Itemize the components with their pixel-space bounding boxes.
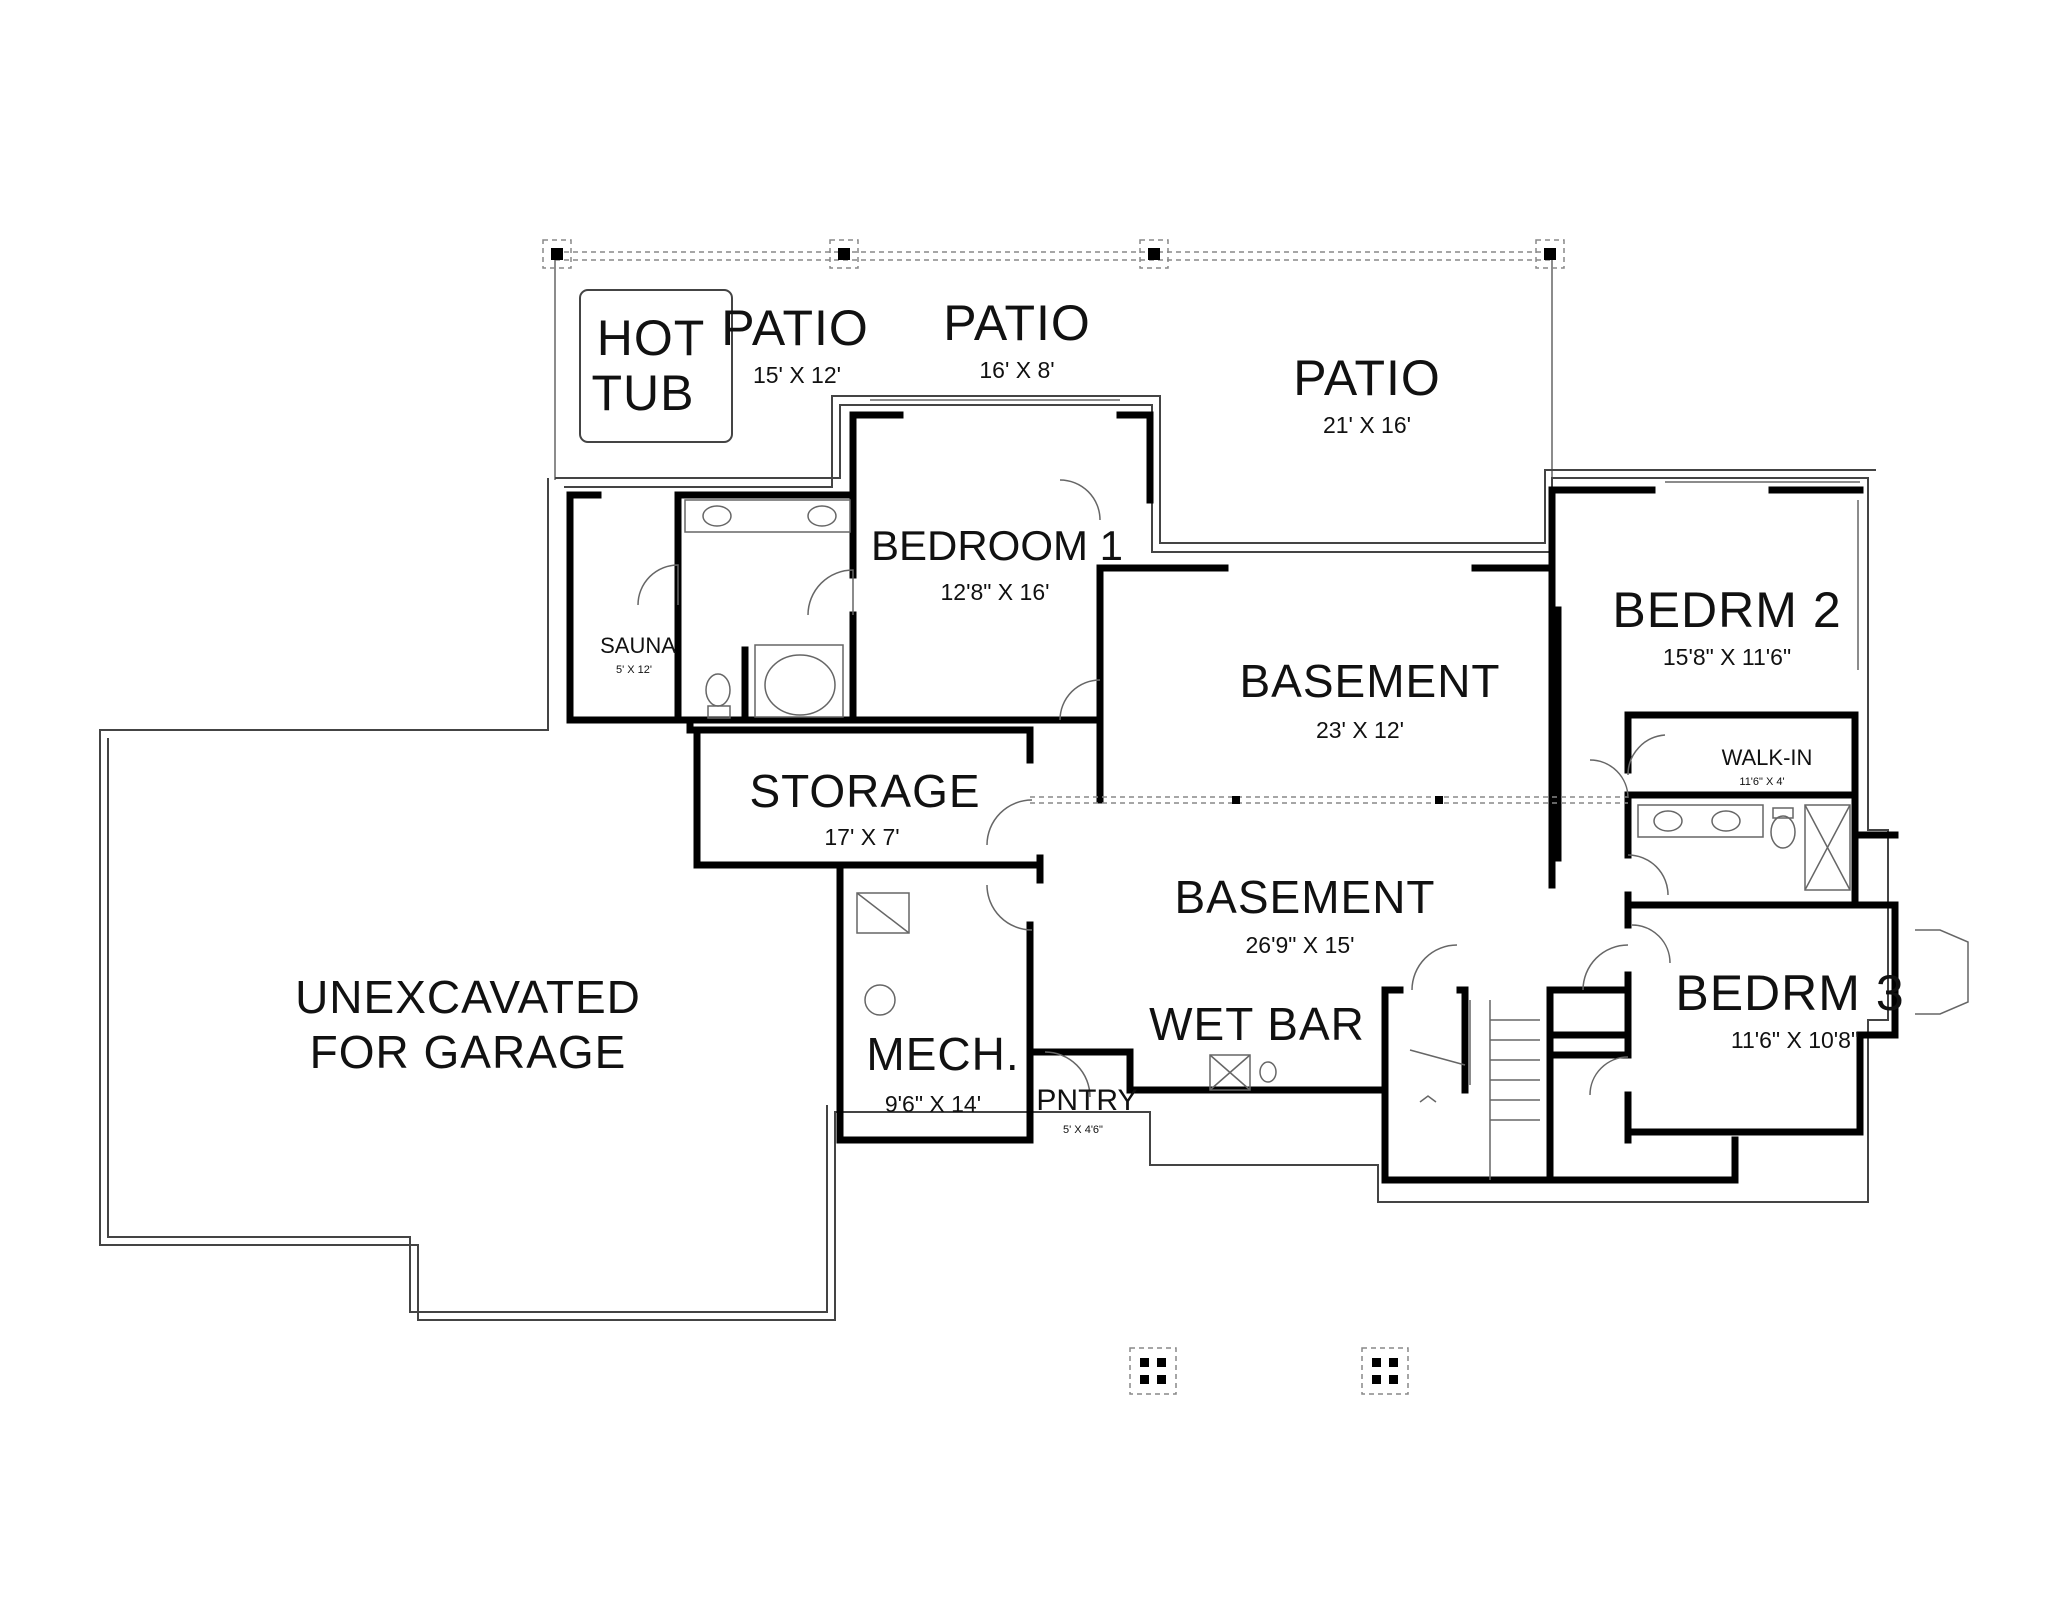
doors (637, 479, 1969, 1098)
patio-2-name: PATIO (943, 295, 1091, 351)
patio-3-dim: 21' X 16' (1323, 412, 1411, 438)
mech-name: MECH. (866, 1028, 1019, 1080)
patio-post-4 (1544, 248, 1556, 260)
room-storage: STORAGE 17' X 7' (749, 765, 980, 850)
basement-lower-name: BASEMENT (1174, 871, 1435, 923)
room-walk-in: WALK-IN 11'6" X 4' (1722, 745, 1813, 788)
room-bedrm-2: BEDRM 2 15'8" X 11'6" (1612, 582, 1841, 670)
room-wet-bar: WET BAR (1149, 998, 1365, 1050)
wet-bar-name: WET BAR (1149, 998, 1365, 1050)
bedrm-3-name: BEDRM 3 (1675, 965, 1904, 1021)
patio-post-1 (551, 248, 563, 260)
hot-tub-label-1: HOT (597, 310, 706, 366)
room-unexcavated: UNEXCAVATED FOR GARAGE (295, 971, 641, 1078)
patio-post-3 (1148, 248, 1160, 260)
bedrm-2-name: BEDRM 2 (1612, 582, 1841, 638)
room-bedrm-3: BEDRM 3 11'6" X 10'8" (1675, 965, 1904, 1053)
bedroom-1-dim: 12'8" X 16' (940, 579, 1049, 605)
beam-line (1030, 796, 1628, 804)
bedrm-2-dim: 15'8" X 11'6" (1663, 644, 1791, 670)
bedroom-1-name: BEDROOM 1 (871, 522, 1123, 569)
sauna-name: SAUNA (600, 633, 676, 658)
room-mech: MECH. 9'6" X 14' (866, 1028, 1019, 1117)
bedrm-3-dim: 11'6" X 10'8" (1731, 1027, 1859, 1053)
storage-name: STORAGE (749, 765, 980, 817)
basement-upper-dim: 23' X 12' (1316, 717, 1404, 743)
room-basement-lower: BASEMENT 26'9" X 15' (1174, 871, 1435, 958)
patio-outline (542, 239, 1565, 480)
storage-dim: 17' X 7' (824, 824, 899, 850)
pantry-dim: 5' X 4'6" (1063, 1124, 1103, 1136)
room-bedroom-1: BEDROOM 1 12'8" X 16' (871, 522, 1123, 605)
room-hot-tub: HOT TUB (592, 310, 706, 421)
pantry-name: PNTRY (1036, 1084, 1137, 1117)
room-patio-2: PATIO 16' X 8' (943, 295, 1091, 383)
room-sauna: SAUNA 5' X 12' (600, 633, 676, 676)
patio-3-name: PATIO (1293, 350, 1441, 406)
walk-in-name: WALK-IN (1722, 745, 1813, 770)
unexcavated-line-1: UNEXCAVATED (295, 971, 641, 1023)
site-markers (1129, 1347, 1409, 1395)
fixtures (684, 499, 1851, 1180)
room-patio-1: PATIO 15' X 12' (721, 300, 869, 388)
hot-tub-shape (579, 289, 733, 443)
unexcavated-line-2: FOR GARAGE (310, 1026, 627, 1078)
room-patio-3: PATIO 21' X 16' (1293, 350, 1441, 438)
basement-upper-name: BASEMENT (1239, 655, 1500, 707)
patio-2-dim: 16' X 8' (979, 357, 1054, 383)
basement-lower-dim: 26'9" X 15' (1245, 932, 1354, 958)
sauna-dim: 5' X 12' (616, 664, 652, 676)
building-outline (99, 395, 1889, 1321)
patio-1-dim: 15' X 12' (753, 362, 841, 388)
hot-tub-label-2: TUB (592, 365, 695, 421)
room-basement-upper: BASEMENT 23' X 12' (1239, 655, 1500, 743)
mech-dim: 9'6" X 14' (885, 1091, 981, 1117)
walls (566, 411, 1899, 1184)
room-pantry: PNTRY 5' X 4'6" (1036, 1084, 1137, 1136)
walk-in-dim: 11'6" X 4' (1739, 776, 1784, 788)
patio-1-name: PATIO (721, 300, 869, 356)
patio-post-2 (838, 248, 850, 260)
